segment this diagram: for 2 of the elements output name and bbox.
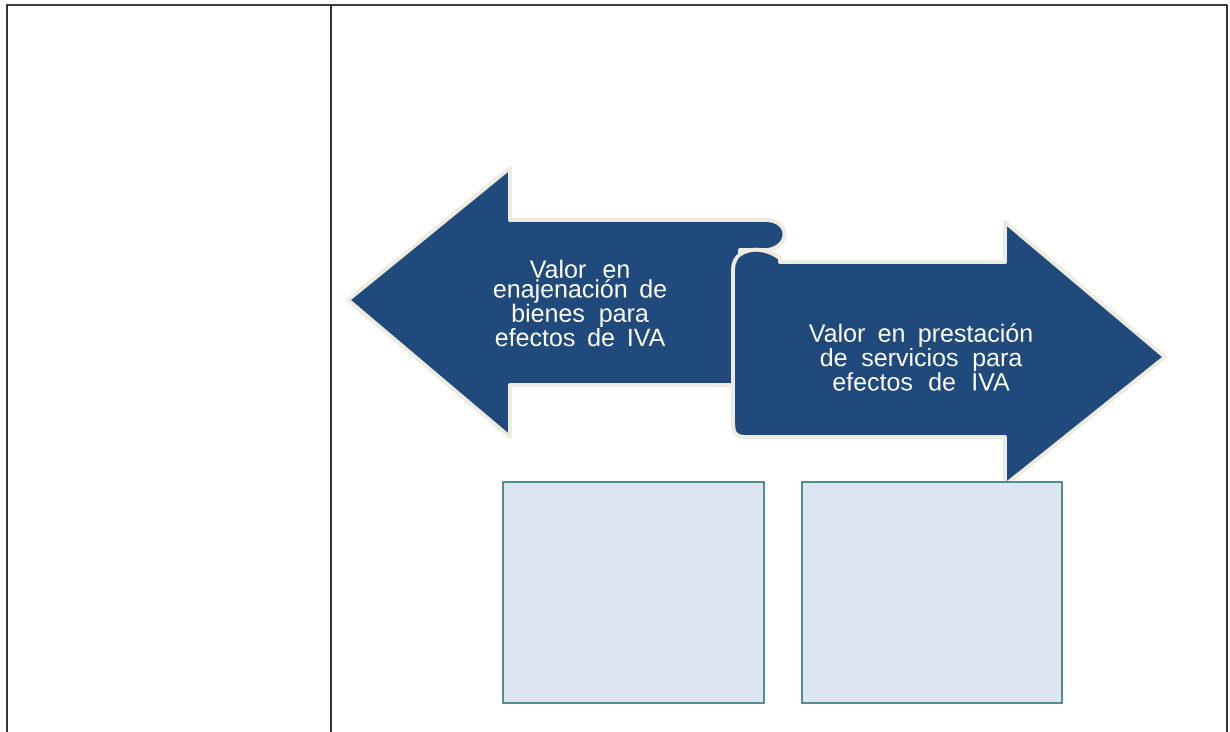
empty-box [502, 481, 765, 704]
empty-box [801, 481, 1063, 704]
